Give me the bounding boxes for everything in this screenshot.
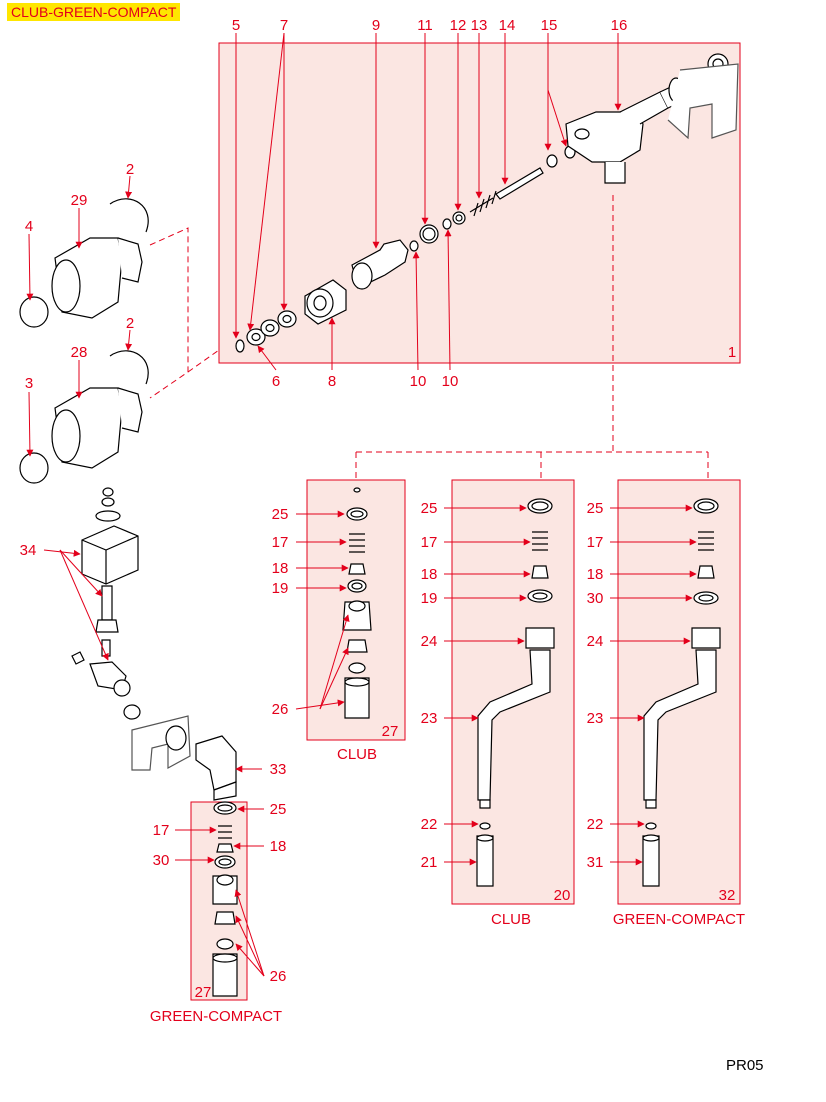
callout-club27-19: 19 [272,580,289,597]
callout-12: 12 [450,17,467,34]
callout-6: 6 [272,373,280,390]
callout-club27-27: 27 [382,723,399,740]
caption-green-bottom: GREEN-COMPACT [150,1008,282,1025]
callout-club20-18: 18 [421,566,438,583]
nut-8 [304,279,347,325]
caption-green-right: GREEN-COMPACT [613,911,745,928]
ring-11 [419,224,439,244]
callout-4: 4 [25,218,33,235]
ring-2-top [109,198,149,233]
spring-13 [469,190,497,217]
callout-club20-19: 19 [421,590,438,607]
ring-2-bottom [109,350,149,385]
callout-club20-21: 21 [421,854,438,871]
callout-1: 1 [728,344,736,361]
callout-green27-18: 18 [270,838,287,855]
washer-5 [235,339,245,353]
callout-club20-23: 23 [421,710,438,727]
solenoid-coil-34 [71,487,141,720]
callout-green32-18: 18 [587,566,604,583]
washer-7 [260,310,297,337]
callout-green27-17: 17 [153,822,170,839]
cap-28 [51,387,143,469]
callout-28: 28 [71,344,88,361]
callout-11: 11 [417,17,433,34]
pin-14 [495,167,544,200]
callout-green32-23: 23 [587,710,604,727]
callout-club27-26: 26 [272,701,289,718]
callout-club20-22: 22 [421,816,438,833]
callout-10b: 10 [442,373,459,390]
callout-green32-31: 31 [587,854,604,871]
callout-29: 29 [71,192,88,209]
callout-club27-18: 18 [272,560,289,577]
disc-3 [19,452,49,484]
callout-9: 9 [372,17,380,34]
callout-8: 8 [328,373,336,390]
green32-parts [642,498,721,887]
cap-29 [51,237,143,319]
club27-parts [342,487,372,719]
caption-club-left: CLUB [337,746,377,763]
callout-2-bottom: 2 [126,315,134,332]
callout-15: 15 [541,17,558,34]
callout-13: 13 [471,17,488,34]
callout-14: 14 [499,17,516,34]
oring-10 [409,218,452,252]
callout-green27-25: 25 [270,801,287,818]
green27-parts [212,801,238,997]
callout-green32-32: 32 [719,887,736,904]
callout-green32-22: 22 [587,816,604,833]
washer-6 [246,328,266,346]
callout-2-top: 2 [126,161,134,178]
page-code: PR05 [726,1057,764,1074]
callout-33: 33 [270,761,287,778]
callout-club20-20: 20 [554,887,571,904]
callout-34: 34 [20,542,37,559]
leader-lines [26,32,697,977]
callout-club27-17: 17 [272,534,289,551]
valve-body-16 [565,53,729,184]
callout-10a: 10 [410,373,427,390]
callout-club27-25: 25 [272,506,289,523]
callout-club20-17: 17 [421,534,438,551]
callout-green32-17: 17 [587,534,604,551]
callout-green32-30: 30 [587,590,604,607]
callout-7: 7 [280,17,288,34]
elbow-33 [165,725,237,801]
callout-green32-25: 25 [587,500,604,517]
ring-12 [452,211,466,225]
callout-green32-24: 24 [587,633,604,650]
callout-green27-30: 30 [153,852,170,869]
part-15 [546,145,576,168]
page-title: CLUB-GREEN-COMPACT [7,3,181,21]
caption-club-mid: CLUB [491,911,531,928]
callout-club20-25: 25 [421,500,438,517]
callout-16: 16 [611,17,628,34]
captions: CLUB CLUB GREEN-COMPACT GREEN-COMPACT [150,746,745,1025]
callout-green27-27: 27 [195,984,212,1001]
callout-3: 3 [25,375,33,392]
disc-4 [19,296,49,328]
callout-green27-26: 26 [270,968,287,985]
fitting-9 [351,239,409,290]
club20-parts [476,498,555,887]
dashed-connectors [149,195,709,480]
callout-numbers: 1 5 7 9 11 12 13 14 15 16 6 8 10 10 2 29… [20,17,737,1001]
parts [19,53,739,997]
bracket [667,63,739,140]
callout-club20-24: 24 [421,633,438,650]
callout-5: 5 [232,17,240,34]
